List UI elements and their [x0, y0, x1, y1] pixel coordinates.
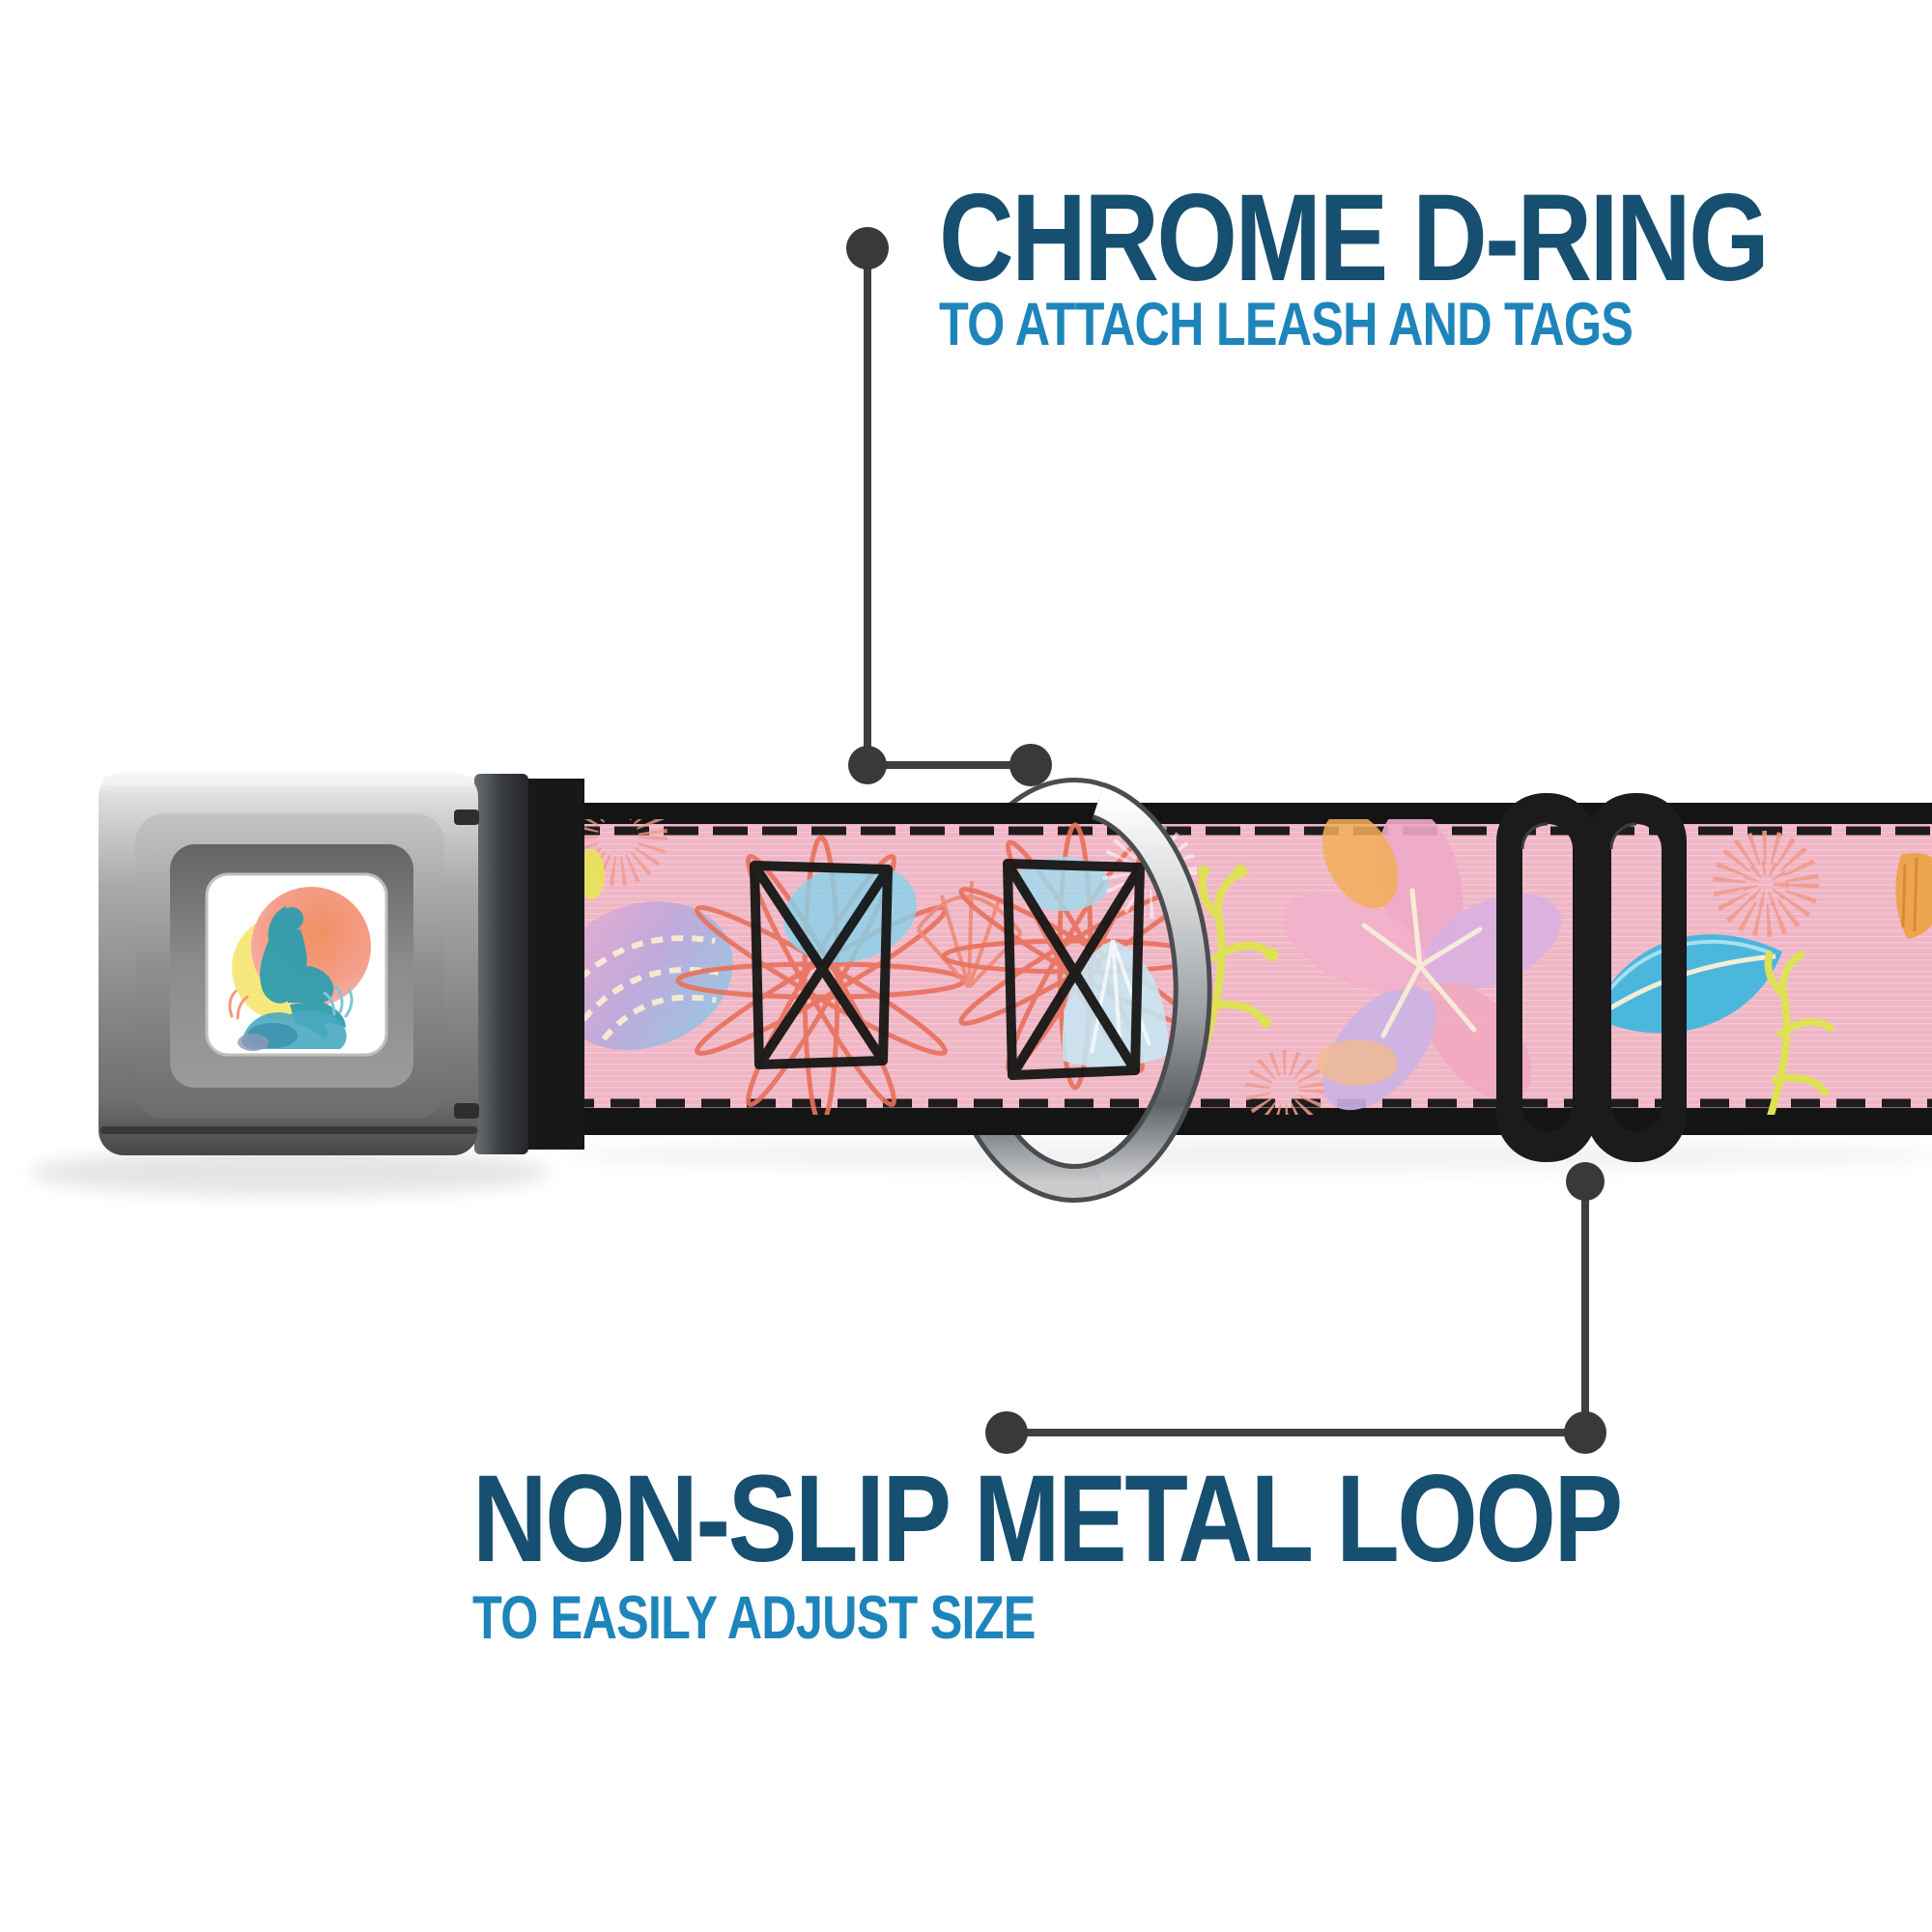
box-x-stitch — [750, 859, 1145, 1080]
buckle — [99, 772, 584, 1155]
callout-dot — [848, 746, 887, 784]
callout-dot — [1009, 744, 1052, 786]
callout-dot — [985, 1411, 1028, 1454]
callout-dot — [1564, 1411, 1606, 1454]
mermaid-silhouette-art — [228, 887, 371, 1051]
callout-bottom-subheading: TO EASILY ADJUST SIZE — [472, 1584, 1036, 1652]
watercolor-flower — [1283, 819, 1562, 1111]
slide-adjuster — [1496, 793, 1687, 1162]
callout-dot — [846, 227, 889, 270]
blue-leaf — [1592, 934, 1782, 1034]
callout-top-connector — [846, 227, 1052, 786]
callout-bottom-connector — [985, 1162, 1606, 1454]
collar-strap — [565, 803, 1932, 1135]
callout-dot — [1566, 1162, 1605, 1201]
callout-top-subheading: TO ATTACH LEASH AND TAGS — [939, 291, 1634, 358]
callout-top-heading: CHROME D-RING — [939, 169, 1770, 307]
d-ring — [1092, 782, 1212, 1198]
callout-bottom-heading: NON-SLIP METAL LOOP — [472, 1450, 1623, 1588]
buckle-logo — [205, 872, 388, 1057]
